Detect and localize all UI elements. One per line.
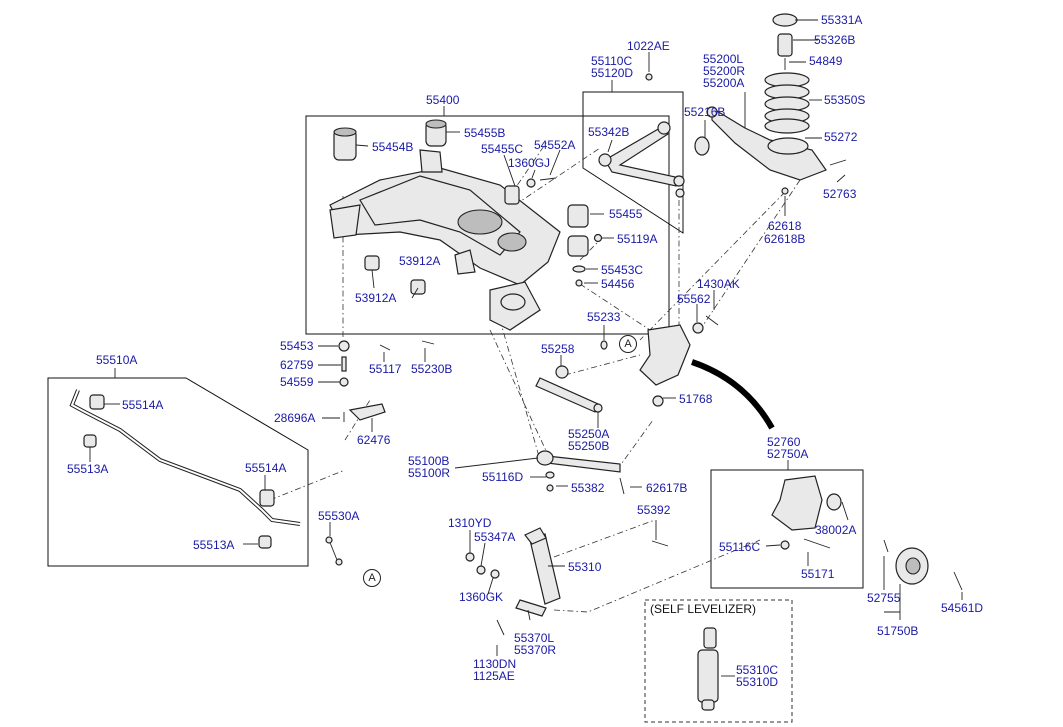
- part-label-55454b[interactable]: 55454B: [372, 140, 414, 154]
- leader-lines: [89, 19, 963, 677]
- part-label-55510a[interactable]: 55510A: [96, 353, 138, 367]
- part-label-55310[interactable]: 55310: [568, 560, 602, 574]
- part-label-1360gk[interactable]: 1360GK: [459, 590, 504, 604]
- part-label-53912a[interactable]: 53912A: [399, 254, 441, 268]
- part-label-55392[interactable]: 55392: [637, 503, 671, 517]
- part-label-54456[interactable]: 54456: [601, 277, 635, 291]
- part-label-55116c[interactable]: 55116C: [719, 540, 761, 554]
- part-label-1130dn[interactable]: 1130DN: [473, 657, 517, 671]
- part-label-53912a-lower[interactable]: 53912A: [355, 291, 397, 305]
- part-label-55233[interactable]: 55233: [587, 310, 621, 324]
- part-label-55513a[interactable]: 55513A: [67, 462, 109, 476]
- part-label-55370l[interactable]: 55370L: [514, 631, 555, 645]
- part-label-55258[interactable]: 55258: [541, 342, 575, 356]
- part-label-55230b[interactable]: 55230B: [411, 362, 453, 376]
- part-label-55250b[interactable]: 55250B: [568, 439, 610, 453]
- part-label-55530a[interactable]: 55530A: [318, 509, 360, 523]
- stabilizer-box: [47, 377, 309, 567]
- part-label-55514a-right[interactable]: 55514A: [245, 461, 287, 475]
- direction-arrow: [691, 359, 775, 430]
- part-label-55562[interactable]: 55562: [677, 292, 711, 306]
- part-label-1310yd[interactable]: 1310YD: [448, 516, 492, 530]
- part-label-55453[interactable]: 55453: [280, 339, 314, 353]
- upper-arm: [598, 73, 685, 198]
- part-label-55382[interactable]: 55382: [571, 481, 605, 495]
- subframe-assembly: [329, 149, 561, 331]
- part-label-51768[interactable]: 51768: [679, 392, 713, 406]
- part-label-62476[interactable]: 62476: [357, 433, 391, 447]
- part-label-1360gj[interactable]: 1360GJ: [508, 156, 551, 170]
- part-label-54559[interactable]: 54559: [280, 375, 314, 389]
- part-label-55326b[interactable]: 55326B: [814, 33, 856, 47]
- part-label-55455b[interactable]: 55455B: [464, 126, 506, 140]
- self-levelizer-shock: [697, 627, 719, 711]
- part-label-54849[interactable]: 54849: [809, 54, 843, 68]
- stabilizer-bar: [69, 389, 343, 566]
- self-levelizer-box: [644, 599, 793, 723]
- knuckle-box-contents: [771, 475, 842, 550]
- part-label-55310d[interactable]: 55310D: [736, 675, 779, 689]
- part-label-52760[interactable]: 52760: [767, 435, 801, 449]
- part-label-55171[interactable]: 55171: [801, 567, 835, 581]
- part-label-55200a[interactable]: 55200A: [703, 76, 745, 90]
- part-label-55100b[interactable]: 55100B: [408, 454, 450, 468]
- upper-arm-box: [582, 91, 684, 234]
- part-label-55100r[interactable]: 55100R: [408, 466, 451, 480]
- part-label-55455[interactable]: 55455: [609, 207, 643, 221]
- part-label-38002a[interactable]: 38002A: [815, 523, 857, 537]
- part-label-62617b[interactable]: 62617B: [646, 481, 688, 495]
- part-label-55331a[interactable]: 55331A: [821, 13, 863, 27]
- part-label-51750b[interactable]: 51750B: [877, 624, 919, 638]
- part-label-1125ae[interactable]: 1125AE: [473, 669, 515, 683]
- shock-absorber: [465, 527, 561, 636]
- part-label-62618[interactable]: 62618: [768, 219, 802, 233]
- part-label-55216b[interactable]: 55216B: [684, 105, 726, 119]
- part-label-55453c[interactable]: 55453C: [601, 263, 644, 277]
- bracket-62476: [348, 403, 386, 421]
- part-label-55116d[interactable]: 55116D: [482, 470, 524, 484]
- knuckle-links: [535, 322, 704, 492]
- part-label-55200r[interactable]: 55200R: [703, 64, 746, 78]
- part-label-55514a[interactable]: 55514A: [122, 398, 164, 412]
- part-label-54561d[interactable]: 54561D: [941, 601, 984, 615]
- part-label-55310c[interactable]: 55310C: [736, 663, 779, 677]
- part-label-55513a-right[interactable]: 55513A: [193, 538, 235, 552]
- part-label-55400[interactable]: 55400: [426, 93, 460, 107]
- part-label-52763[interactable]: 52763: [823, 187, 857, 201]
- bushings: [333, 119, 603, 387]
- part-label-55272[interactable]: 55272: [824, 130, 858, 144]
- part-label-55342b[interactable]: 55342B: [588, 125, 630, 139]
- part-label-62759[interactable]: 62759: [280, 358, 314, 372]
- knuckle-box: [710, 469, 864, 589]
- part-label-55120d[interactable]: 55120D: [591, 66, 634, 80]
- part-label-1022ae[interactable]: 1022AE: [627, 39, 670, 53]
- lower-arm-spring: [694, 13, 827, 195]
- hub-bearing: [883, 539, 929, 585]
- part-label-55117[interactable]: 55117: [369, 362, 402, 376]
- bolts: [379, 159, 963, 591]
- self-levelizer-title: (SELF LEVELIZER): [650, 602, 757, 616]
- part-label-55455c[interactable]: 55455C: [481, 142, 524, 156]
- part-label-55200l[interactable]: 55200L: [703, 52, 744, 66]
- part-label-55370r[interactable]: 55370R: [514, 643, 557, 657]
- part-label-28696a[interactable]: 28696A: [274, 411, 316, 425]
- part-label-55350s[interactable]: 55350S: [824, 93, 866, 107]
- part-label-52750a[interactable]: 52750A: [767, 447, 809, 461]
- callout-a-knuckle[interactable]: A: [619, 335, 637, 353]
- part-label-55250a[interactable]: 55250A: [568, 427, 610, 441]
- part-label-1430ak[interactable]: 1430AK: [697, 277, 740, 291]
- part-label-54552a[interactable]: 54552A: [534, 138, 576, 152]
- part-label-55110c[interactable]: 55110C: [591, 54, 633, 68]
- part-label-55347a[interactable]: 55347A: [474, 530, 516, 544]
- part-label-55119a[interactable]: 55119A: [617, 232, 658, 246]
- part-label-62618b[interactable]: 62618B: [764, 232, 806, 246]
- callout-a-stabilizer-link[interactable]: A: [363, 569, 381, 587]
- part-label-52755[interactable]: 52755: [867, 591, 901, 605]
- subframe-box: [305, 115, 670, 335]
